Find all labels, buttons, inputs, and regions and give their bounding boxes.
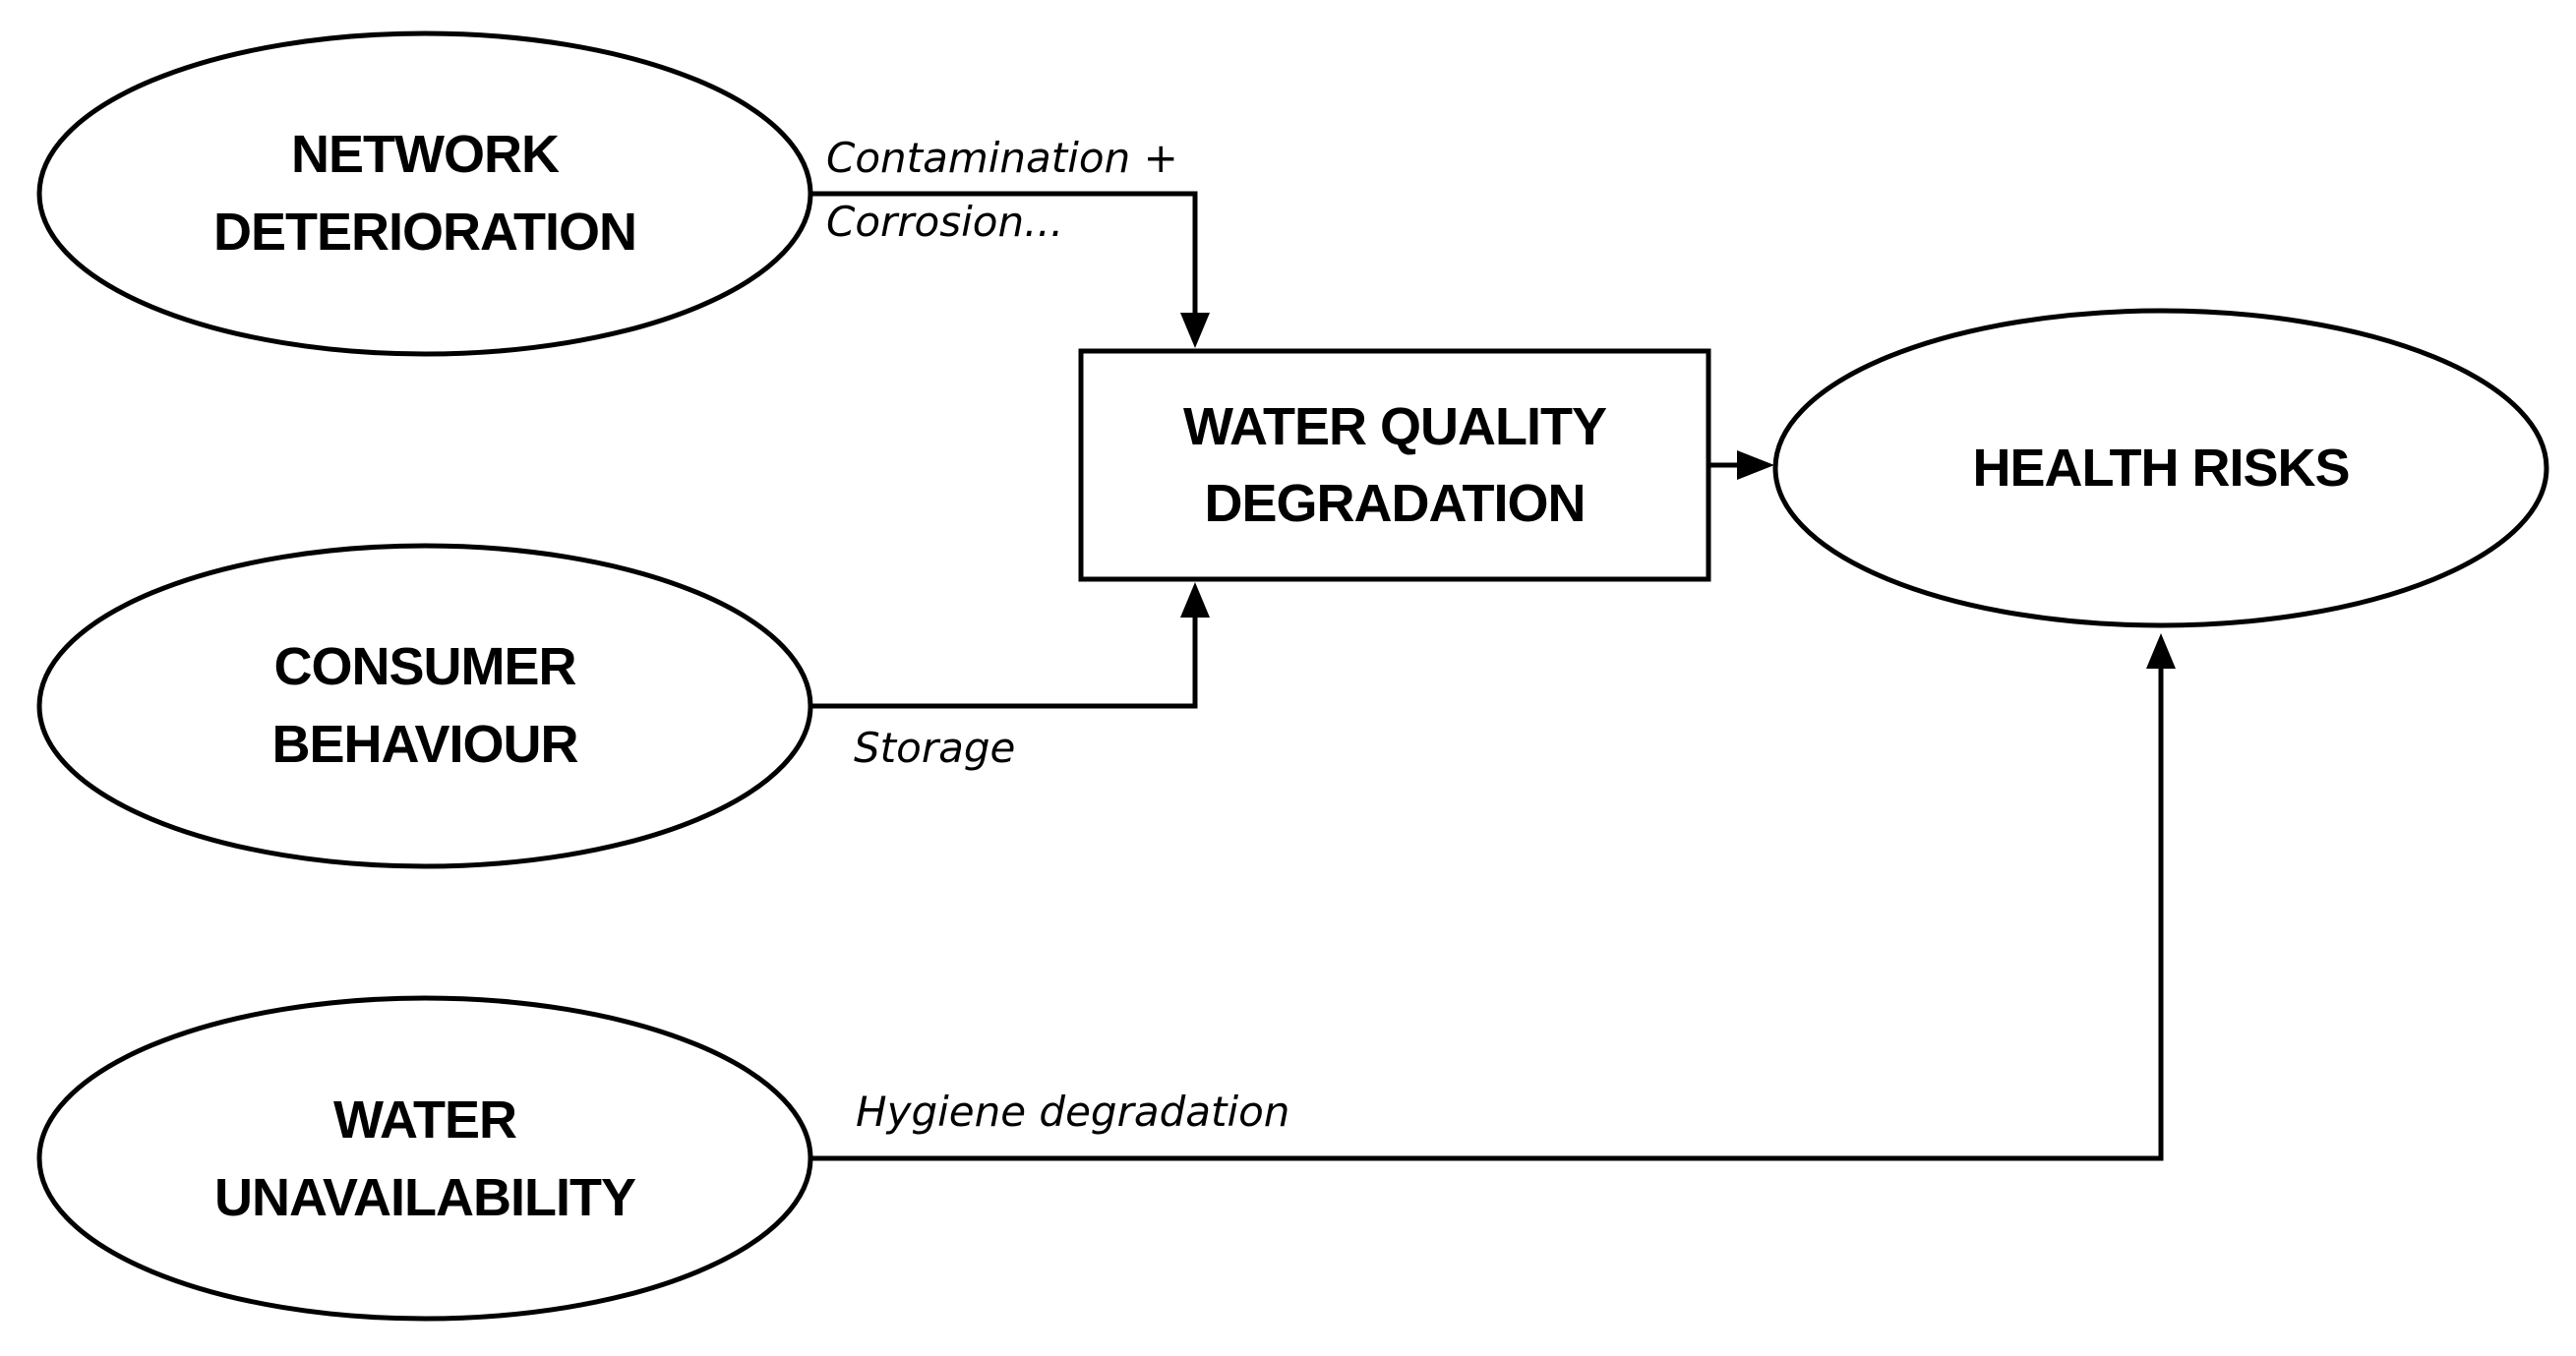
node-water-unavailability: WATER UNAVAILABILITY — [36, 995, 813, 1322]
node-network-deterioration-ellipse — [36, 30, 813, 357]
edge-consumer-to-quality-label: Storage — [854, 724, 1015, 772]
edge-network-to-quality-label-line1: Contamination + — [826, 134, 1178, 182]
node-network-deterioration: NETWORK DETERIORATION — [36, 30, 813, 357]
edge-unavailability-to-health-label: Hygiene degradation — [856, 1088, 1289, 1136]
node-consumer-behaviour-line1: CONSUMER — [273, 637, 575, 696]
node-health-risks-ellipse — [1772, 308, 2549, 628]
node-water-quality-degradation-line2: DEGRADATION — [1205, 474, 1586, 533]
node-network-deterioration-line1: NETWORK — [291, 125, 560, 184]
edge-unavailability-to-health: Hygiene degradation — [810, 633, 2176, 1161]
node-water-unavailability-ellipse — [36, 995, 813, 1322]
edge-consumer-to-quality: Storage — [810, 582, 1210, 772]
node-water-unavailability-line2: UNAVAILABILITY — [214, 1168, 636, 1227]
edge-consumer-to-quality-arrowhead — [1180, 582, 1210, 618]
node-water-quality-degradation-box — [1078, 348, 1711, 582]
node-water-quality-degradation-line1: WATER QUALITY — [1183, 397, 1607, 456]
edge-network-to-quality: Contamination + Corrosion... — [810, 134, 1210, 348]
node-consumer-behaviour: CONSUMER BEHAVIOUR — [36, 543, 813, 869]
edge-network-to-quality-label-line2: Corrosion... — [826, 198, 1063, 246]
node-consumer-behaviour-line2: BEHAVIOUR — [271, 715, 577, 774]
edge-unavailability-to-health-line — [810, 665, 2164, 1161]
node-network-deterioration-line2: DETERIORATION — [213, 203, 636, 262]
edge-network-to-quality-arrowhead — [1180, 313, 1210, 348]
node-health-risks-label: HEALTH RISKS — [1972, 439, 2349, 498]
node-health-risks: HEALTH RISKS — [1772, 308, 2549, 628]
edge-quality-to-health-arrowhead — [1737, 450, 1774, 480]
edge-quality-to-health — [1708, 450, 1774, 480]
edge-network-to-quality-line — [810, 191, 1198, 317]
node-consumer-behaviour-ellipse — [36, 543, 813, 869]
node-water-quality-degradation: WATER QUALITY DEGRADATION — [1078, 348, 1711, 582]
node-water-unavailability-line1: WATER — [333, 1091, 516, 1150]
edge-unavailability-to-health-arrowhead — [2146, 633, 2176, 669]
edge-consumer-to-quality-line — [810, 614, 1198, 709]
